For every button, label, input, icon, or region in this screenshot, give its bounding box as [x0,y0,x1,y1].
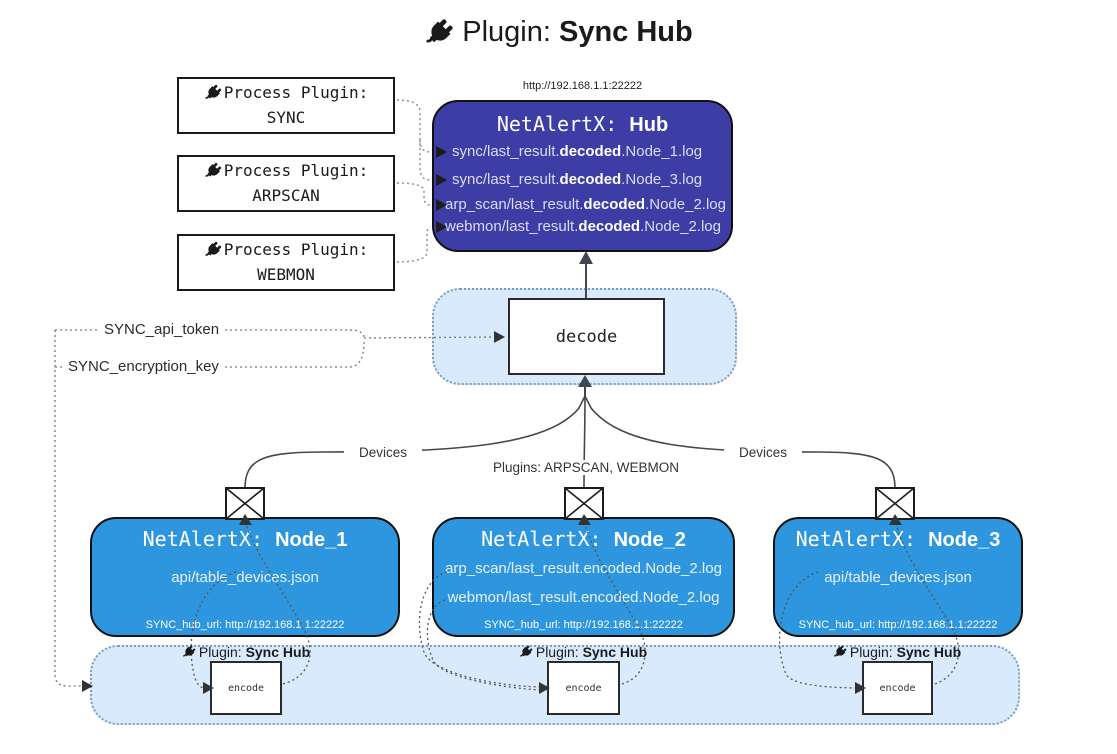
plug-icon [203,84,222,103]
page-title: Plugin: Sync Hub [0,16,1117,49]
plug-icon [518,645,533,659]
connector-webmon-to-hub [396,226,431,263]
envelope-icon [225,487,265,520]
hub-box [432,100,733,252]
plug-icon [832,645,847,659]
hub-log-line: sync/last_result.decoded.Node_1.log [452,143,703,160]
plug-icon [424,17,455,48]
node1-title: NetAlertX: Node_1 [142,527,348,551]
process-plugin-label: Process Plugin: [223,160,369,180]
hub-title: NetAlertX: Hub [496,112,669,136]
page-title-text: Plugin: Sync Hub [462,16,693,48]
process-plugin-name: WEBMON [257,264,315,284]
process-plugin-label: Process Plugin: [223,82,369,102]
sync-api-token-label: SYNC_api_token [100,321,224,338]
decode-label: decode [555,326,618,347]
process-plugin-webmon: Process Plugin: WEBMON [177,234,395,291]
config-arrowheads [82,331,505,692]
node2-title: NetAlertX: Node_2 [481,527,686,551]
encode-box: encode [547,661,620,715]
connector-sync-to-hub [396,99,431,181]
encode-section-label: Plugin: Sync Hub [146,644,346,660]
node3-hub-url: SYNC_hub_url: http://192.168.1.1:22222 [798,619,998,631]
node3-title: NetAlertX: Node_3 [795,527,1001,551]
process-plugin-arpscan: Process Plugin: ARPSCAN [177,155,395,212]
decode-box: decode [508,298,665,375]
plugins-edge-label: Plugins: ARPSCAN, WEBMON [490,460,680,475]
sync-encryption-key-label: SYNC_encryption_key [64,358,223,375]
plug-icon [203,241,222,260]
plug-icon [181,645,196,659]
node2-file: arp_scan/last_result.encoded.Node_2.log [445,560,722,577]
encode-label: encode [227,682,265,694]
node1-hub-url: SYNC_hub_url: http://192.168.1.1:22222 [145,619,345,631]
plug-icon [203,162,222,181]
node2-file: webmon/last_result.encoded.Node_2.log [447,589,720,606]
node1-box [90,517,400,637]
encode-label: encode [565,682,602,694]
hub-url: http://192.168.1.1:22222 [522,80,643,92]
process-plugin-name: ARPSCAN [252,185,320,205]
devices-label-right: Devices [724,445,802,460]
process-plugin-sync: Process Plugin: SYNC [177,77,395,134]
hub-log-line: webmon/last_result.decoded.Node_2.log [445,218,721,235]
hub-log-line: sync/last_result.decoded.Node_3.log [452,171,703,188]
encode-box: encode [862,661,933,715]
envelope-icon [564,487,604,520]
node1-file: api/table_devices.json [171,569,319,586]
envelope-icon [875,487,915,520]
node3-file: api/table_devices.json [824,569,972,586]
node2-hub-url: SYNC_hub_url: http://192.168.1.1:22222 [484,619,683,631]
process-plugin-label: Process Plugin: [223,239,369,259]
encode-section-label: Plugin: Sync Hub [483,644,683,660]
encode-box: encode [210,661,282,715]
encode-label: encode [879,682,916,694]
process-plugin-name: SYNC [266,107,306,127]
encode-section-label: Plugin: Sync Hub [797,644,997,660]
connector-arpscan-to-hub [396,182,431,206]
hub-log-line: arp_scan/last_result.decoded.Node_2.log [445,196,726,213]
devices-label-left: Devices [344,445,422,460]
